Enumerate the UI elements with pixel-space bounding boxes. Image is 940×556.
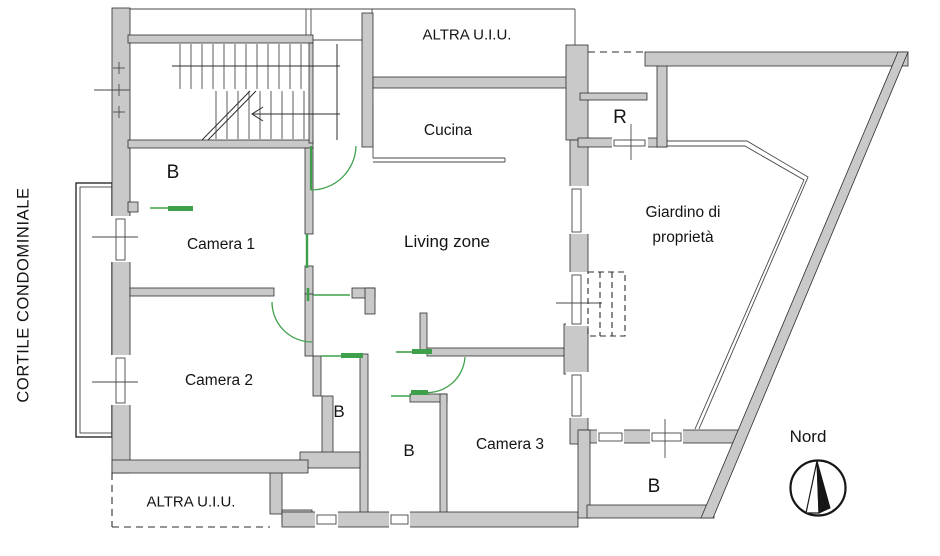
staircase [172, 44, 340, 141]
room-label-giardino: Giardino di proprietà [646, 200, 721, 250]
garden-fence [667, 140, 809, 430]
north-label: Nord [789, 427, 827, 447]
room-label-bath-top: B [166, 162, 180, 184]
room-label-camera-2: Camera 2 [184, 372, 254, 390]
cortile-label: CORTILE CONDOMINIALE [14, 187, 33, 403]
north-compass-icon [789, 459, 847, 517]
upper-unit-boundary-lines [130, 8, 645, 53]
room-label-bath-1: B [333, 402, 345, 422]
room-label-camera-3: Camera 3 [475, 436, 545, 454]
section-marks [94, 62, 130, 118]
pergola-dashed [587, 271, 626, 337]
altra-uiu-bottom-label: ALTRA U.I.U. [146, 493, 236, 511]
balcony [75, 182, 113, 438]
windows [92, 124, 683, 528]
giardino-line-2: proprietà [652, 229, 714, 246]
room-label-living-zone: Living zone [403, 232, 491, 252]
room-label-ripostiglio: R [613, 107, 627, 129]
kitchen-counter [372, 100, 506, 163]
room-label-bath-2: B [403, 441, 415, 461]
room-label-cucina: Cucina [423, 122, 473, 140]
doors [150, 145, 466, 397]
room-label-camera-1: Camera 1 [186, 236, 256, 254]
altra-uiu-top-label: ALTRA U.I.U. [422, 26, 512, 44]
lower-unit-boundary-dashed [111, 473, 270, 528]
giardino-line-1: Giardino di [645, 204, 721, 221]
walls [111, 7, 909, 528]
room-label-bath-garden: B [647, 476, 661, 498]
